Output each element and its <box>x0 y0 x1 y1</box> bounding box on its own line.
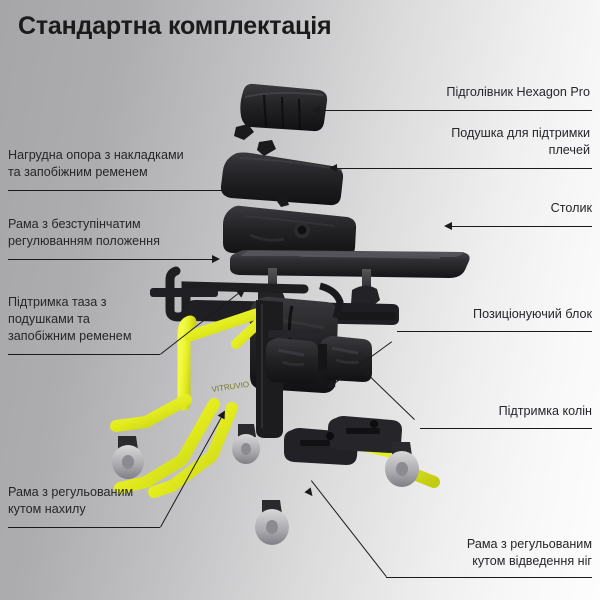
leader-line-shoulder-pad <box>337 168 592 169</box>
chest-support-part <box>223 205 357 257</box>
callout-tilt-frame-line2: кутом нахилу <box>8 502 86 516</box>
callout-headrest-line1: Підголівник Hexagon Pro <box>446 85 590 99</box>
leader-line-pelvic-support <box>8 354 160 355</box>
callout-pelvic-support: Підтримка таза з подушками та запобіжним… <box>8 294 258 345</box>
callout-knee-support: Підтримка колін <box>400 403 592 420</box>
leader-line-abduction-frame <box>386 577 592 578</box>
knee-support-part <box>266 336 372 384</box>
tray-part <box>230 250 470 278</box>
callout-pelvic-support-line1: Підтримка таза з <box>8 295 107 309</box>
arrow-headrest <box>312 105 320 114</box>
callout-shoulder-pad: Подушка для підтримки плечей <box>340 125 590 159</box>
footplate-part <box>284 416 402 465</box>
callout-headrest: Підголівник Hexagon Pro <box>340 84 590 101</box>
arrow-chest-support <box>230 185 238 194</box>
leader-line-positioning-block <box>397 331 592 332</box>
callout-stepless-frame: Рама з безступінчатим регулюванням полож… <box>8 216 258 250</box>
callout-abduction-frame: Рама з регульованим кутом відведення ніг <box>370 536 592 570</box>
callout-stepless-frame-line1: Рама з безступінчатим <box>8 217 141 231</box>
callout-shoulder-pad-line2: плечей <box>548 143 590 157</box>
callout-tilt-frame-line1: Рама з регульованим <box>8 485 134 499</box>
leader-line-knee-support <box>420 428 592 429</box>
callout-tray-line1: Столик <box>550 201 592 215</box>
callout-shoulder-pad-line1: Подушка для підтримки <box>451 126 590 140</box>
headrest-part <box>234 83 328 156</box>
callout-chest-support-line1: Нагрудна опора з накладками <box>8 148 184 162</box>
arrow-stepless-frame <box>212 254 220 263</box>
callout-chest-support: Нагрудна опора з накладками та запобіжни… <box>8 147 258 181</box>
page-title: Стандартна комплектація <box>18 12 332 40</box>
callout-tilt-frame: Рама з регульованим кутом нахилу <box>8 484 258 518</box>
callout-abduction-frame-line1: Рама з регульованим <box>466 537 592 551</box>
leader-line-stepless-frame <box>8 259 212 260</box>
callout-abduction-frame-line2: кутом відведення ніг <box>472 554 592 568</box>
callout-positioning-block-line1: Позиціонуючий блок <box>473 307 592 321</box>
leader-line-tilt-frame <box>8 527 160 528</box>
leader-line-chest-support <box>8 190 230 191</box>
callout-pelvic-support-line2: подушками та <box>8 312 90 326</box>
callout-positioning-block: Позиціонуючий блок <box>400 306 592 323</box>
leader-line-tray <box>452 226 592 227</box>
caster-wheels <box>112 424 419 545</box>
callout-stepless-frame-line2: регулюванням положення <box>8 234 160 248</box>
callout-knee-support-line1: Підтримка колін <box>498 404 592 418</box>
arrow-shoulder-pad <box>329 163 337 172</box>
callout-chest-support-line2: та запобіжним ременем <box>8 165 148 179</box>
callout-tray: Столик <box>400 200 592 217</box>
arrow-tray <box>444 221 452 230</box>
leader-line-headrest <box>320 110 592 111</box>
callout-pelvic-support-line3: запобіжним ременем <box>8 329 132 343</box>
